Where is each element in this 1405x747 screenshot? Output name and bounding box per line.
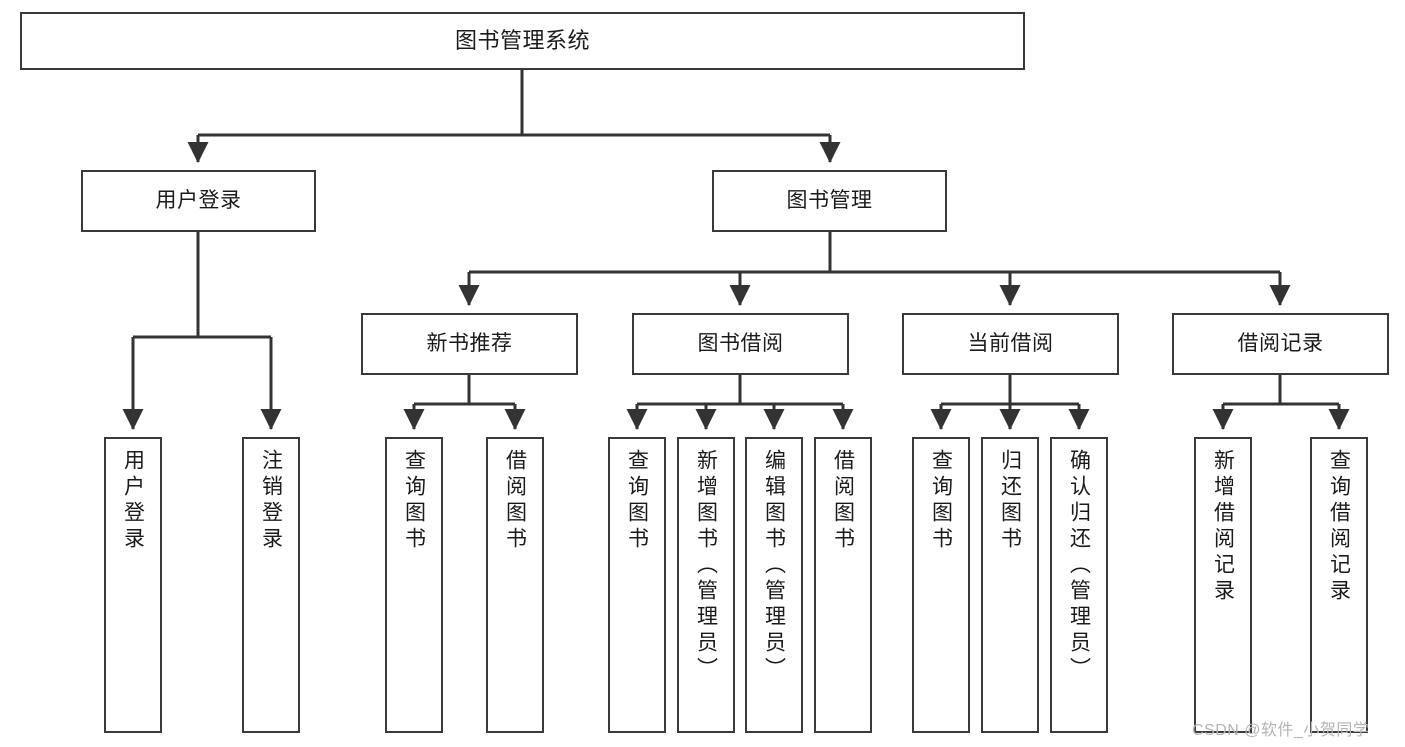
- node-new-book-recommend[interactable]: 新书推荐: [361, 313, 578, 375]
- leaf-query-book-recommend[interactable]: 查询图书: [385, 437, 443, 733]
- node-label: 借阅记录: [1237, 331, 1324, 355]
- node-book-borrow[interactable]: 图书借阅: [632, 313, 849, 375]
- node-label: 借阅图书: [503, 449, 527, 553]
- node-root-book-management-system[interactable]: 图书管理系统: [20, 12, 1025, 70]
- node-current-borrow[interactable]: 当前借阅: [902, 313, 1119, 375]
- node-label: 新增图书（管理员）: [694, 449, 718, 683]
- node-borrow-record[interactable]: 借阅记录: [1172, 313, 1389, 375]
- node-label: 查询借阅记录: [1327, 449, 1351, 605]
- watermark-text: CSDN @软件_小贺同学: [1192, 722, 1370, 739]
- leaf-user-login[interactable]: 用户登录: [104, 437, 162, 733]
- node-book-management[interactable]: 图书管理: [712, 170, 947, 232]
- node-label: 查询图书: [625, 449, 649, 553]
- leaf-edit-book-admin[interactable]: 编辑图书（管理员）: [745, 437, 803, 733]
- leaf-add-book-admin[interactable]: 新增图书（管理员）: [677, 437, 735, 733]
- leaf-query-book-borrow[interactable]: 查询图书: [608, 437, 666, 733]
- node-label: 借阅图书: [831, 449, 855, 553]
- node-label: 新书推荐: [426, 331, 513, 355]
- leaf-borrow-book[interactable]: 借阅图书: [814, 437, 872, 733]
- node-label: 图书管理: [786, 188, 873, 212]
- node-label: 查询图书: [929, 449, 953, 553]
- node-label: 图书管理系统: [454, 28, 590, 54]
- node-user-login[interactable]: 用户登录: [81, 170, 316, 232]
- leaf-query-book-current[interactable]: 查询图书: [912, 437, 970, 733]
- node-label: 图书借阅: [697, 331, 784, 355]
- node-label: 确认归还（管理员）: [1067, 449, 1091, 683]
- leaf-query-borrow-record[interactable]: 查询借阅记录: [1310, 437, 1368, 733]
- node-label: 编辑图书（管理员）: [762, 449, 786, 683]
- node-label: 归还图书: [998, 449, 1022, 553]
- node-label: 当前借阅: [967, 331, 1054, 355]
- leaf-add-borrow-record[interactable]: 新增借阅记录: [1194, 437, 1252, 733]
- leaf-confirm-return-admin[interactable]: 确认归还（管理员）: [1050, 437, 1108, 733]
- node-label: 用户登录: [155, 188, 242, 212]
- leaf-return-book[interactable]: 归还图书: [981, 437, 1039, 733]
- node-label: 用户登录: [121, 449, 145, 553]
- leaf-logout[interactable]: 注销登录: [242, 437, 300, 733]
- leaf-borrow-book-recommend[interactable]: 借阅图书: [486, 437, 544, 733]
- node-label: 查询图书: [402, 449, 426, 553]
- node-label: 新增借阅记录: [1211, 449, 1235, 605]
- node-label: 注销登录: [259, 449, 283, 553]
